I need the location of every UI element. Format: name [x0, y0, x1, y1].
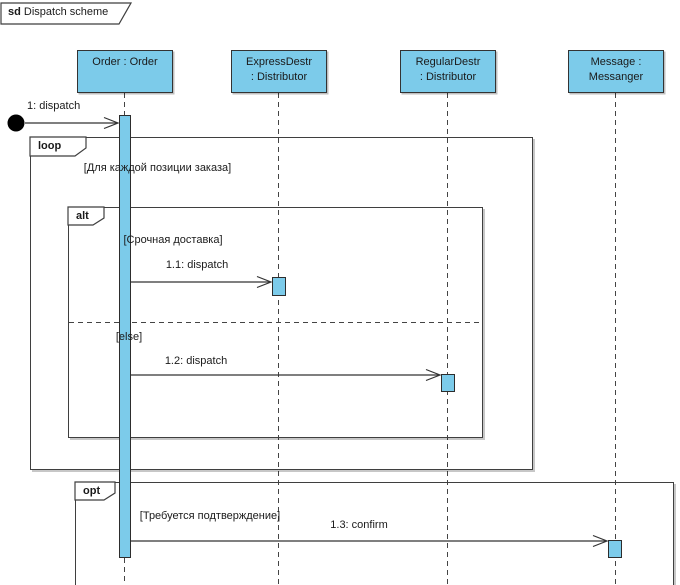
alt-guard-if[interactable]: [Срочная доставка] [123, 234, 223, 246]
diagram-title: sd Dispatch scheme [8, 6, 108, 18]
message-1-3-confirm-arrow[interactable] [131, 534, 609, 548]
lifeline-name-line2: : Distributor [250, 71, 308, 83]
activation-expressdestr[interactable] [272, 277, 286, 296]
lifeline-name-line2: Messanger [588, 71, 644, 83]
message-1-1-dispatch-arrow[interactable] [131, 275, 273, 289]
message-1-2-dispatch-arrow[interactable] [131, 368, 442, 382]
lifeline-order-tail[interactable] [124, 558, 125, 585]
loop-operator-pentagon[interactable] [29, 136, 87, 157]
opt-guard[interactable]: [Требуется подтверждение] [139, 510, 281, 522]
lifeline-head-order[interactable]: Order : Order [77, 50, 173, 93]
lifeline-head-regulardestr[interactable]: RegularDestr : Distributor [400, 50, 496, 93]
lifeline-messanger[interactable] [615, 93, 616, 585]
open-arrowhead-icon [592, 534, 609, 548]
lifeline-name: Message : [590, 56, 642, 68]
activation-regulardestr[interactable] [441, 374, 455, 392]
activation-messanger[interactable] [608, 540, 622, 558]
alt-else-divider[interactable] [69, 322, 482, 323]
activation-order[interactable] [119, 115, 131, 558]
lifeline-regulardestr[interactable] [447, 93, 448, 585]
loop-operator-label[interactable]: loop [38, 140, 62, 152]
message-1-3-confirm-label[interactable]: 1.3: confirm [330, 519, 388, 531]
message-1-1-dispatch-label[interactable]: 1.1: dispatch [165, 259, 229, 271]
lifeline-name-line2: : Distributor [419, 71, 477, 83]
open-arrowhead-icon [103, 116, 120, 130]
opt-operator-pentagon[interactable] [74, 481, 116, 501]
alt-operator-pentagon[interactable] [67, 206, 105, 226]
frame-title: Dispatch scheme [23, 6, 109, 18]
loop-guard[interactable]: [Для каждой позиции заказа] [83, 162, 232, 174]
lifeline-name: ExpressDestr [245, 56, 313, 68]
open-arrowhead-icon [425, 368, 442, 382]
message-1-2-dispatch-label[interactable]: 1.2: dispatch [164, 355, 228, 367]
lifeline-order-stub[interactable] [124, 93, 125, 115]
lifeline-expressdestr[interactable] [278, 93, 279, 585]
fragment-opt[interactable] [75, 482, 674, 585]
lifeline-name: Order : Order [92, 56, 158, 68]
opt-operator-label[interactable]: opt [83, 485, 101, 497]
frame-keyword: sd [8, 6, 21, 18]
lifeline-name: RegularDestr [415, 56, 481, 68]
alt-operator-label[interactable]: alt [76, 210, 89, 222]
found-message-dot [7, 114, 25, 132]
fragment-loop[interactable] [30, 137, 533, 470]
fragment-alt[interactable] [68, 207, 483, 438]
message-1-dispatch-arrow[interactable] [7, 114, 120, 132]
lifeline-head-messanger[interactable]: Message : Messanger [568, 50, 664, 93]
open-arrowhead-icon [256, 275, 273, 289]
message-1-dispatch-label[interactable]: 1: dispatch [27, 100, 81, 112]
diagram-title-tab[interactable] [0, 2, 133, 25]
lifeline-head-expressdestr[interactable]: ExpressDestr : Distributor [231, 50, 327, 93]
alt-guard-else[interactable]: [else] [115, 331, 143, 343]
